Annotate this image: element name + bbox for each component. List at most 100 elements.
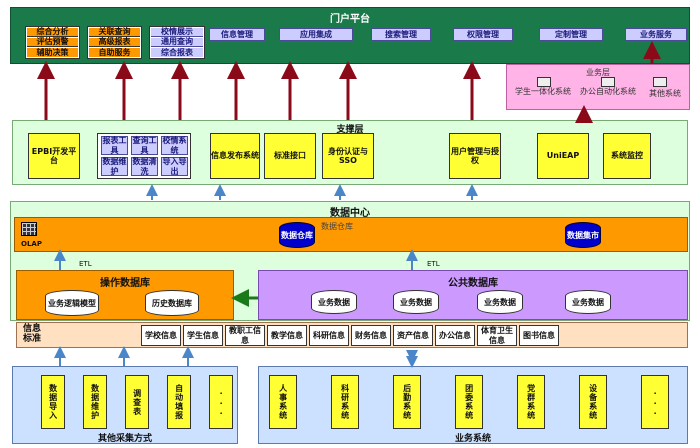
data-mart-cylinder[interactable]: 数据集市 (565, 222, 601, 248)
other-collection-title: 其他采集方式 (97, 434, 152, 444)
business-system-office[interactable]: 办公自动化系统 (580, 87, 636, 96)
user-auth-management[interactable]: 用户管理与授权 (449, 133, 501, 179)
data-warehouse-label: 数据仓库 (321, 222, 353, 231)
ops-db-history[interactable]: 历史数据库 (145, 290, 199, 316)
business-system[interactable]: 党群系统 (517, 375, 545, 429)
tool-data-cleaning[interactable]: 数据清洗 (131, 157, 158, 176)
business-systems-box: 人事系统 科研系统 后勤系统 团委系统 党群系统 设备系统... 业务系统 (258, 366, 688, 444)
bi-tools-group: 报表工具 查询工具 校情系统 数据维护 数据清洗 导入导出 (97, 133, 191, 179)
info-standard-item[interactable]: 资产信息 (393, 325, 433, 346)
business-system-label: 人事系统 (278, 384, 288, 420)
public-db-box: 公共数据库 业务数据 业务数据 业务数据 业务数据 (258, 270, 688, 320)
portal-item-self-service[interactable]: 自助服务 (89, 48, 140, 57)
collection-method-label: 数据导入 (48, 384, 58, 420)
data-warehouse-cylinder[interactable]: 数据仓库 (279, 222, 315, 248)
data-warehouse-bar: 数据仓库 OLAP 数据仓库 数据集市 (14, 217, 688, 252)
business-system-label: 党群系统 (526, 384, 536, 420)
ops-db-logic-model[interactable]: 业务逻辑模型 (45, 290, 99, 316)
portal-layer: 门户平台 综合分析 评估预警 辅助决策 关联查询 高级报表 自助服务 校情展示 … (10, 7, 690, 64)
collection-method-label: ... (216, 387, 226, 417)
business-system[interactable]: 人事系统 (269, 375, 297, 429)
info-standard-item[interactable]: 学生信息 (183, 325, 223, 346)
tool-query[interactable]: 查询工具 (131, 136, 158, 155)
business-system-other[interactable]: 其他系统 (649, 89, 681, 98)
portal-item-school-display[interactable]: 校情展示 (151, 27, 203, 37)
portal-item-analysis[interactable]: 综合分析 (27, 27, 78, 37)
info-standard-item[interactable]: 科研信息 (309, 325, 349, 346)
collection-method-label: 调查表 (132, 388, 142, 416)
support-title: 支撑层 (336, 125, 364, 135)
etl-label-right: ETL (427, 260, 440, 268)
system-icon (601, 77, 615, 87)
ops-db-title: 操作数据库 (100, 278, 150, 289)
system-icon (537, 77, 551, 87)
collection-method[interactable]: 数据维护 (83, 375, 107, 429)
tool-import-export[interactable]: 导入导出 (161, 157, 188, 176)
tool-report[interactable]: 报表工具 (101, 136, 128, 155)
portal-menu-search-management[interactable]: 搜索管理 (371, 28, 431, 41)
system-icon (653, 77, 667, 87)
portal-item-advanced-report[interactable]: 高级报表 (89, 37, 140, 47)
public-db-cylinder[interactable]: 业务数据 (565, 290, 611, 314)
collection-method[interactable]: 调查表 (125, 375, 149, 429)
portal-menu-app-integration[interactable]: 应用集成 (279, 28, 353, 41)
business-system-label: 科研系统 (340, 384, 350, 420)
unieap[interactable]: UniEAP (537, 133, 589, 179)
business-system-label: 后勤系统 (402, 384, 412, 420)
collection-method[interactable]: 自动填报 (167, 375, 191, 429)
info-standards-bar: 信息标准 学校信息学生信息教职工信息教学信息科研信息财务信息资产信息办公信息体育… (16, 322, 688, 348)
business-system[interactable]: 后勤系统 (393, 375, 421, 429)
info-standard-item[interactable]: 办公信息 (435, 325, 475, 346)
tool-school-system[interactable]: 校情系统 (161, 136, 188, 155)
info-standards-label: 信息标准 (23, 324, 42, 344)
collection-method-label: 数据维护 (90, 384, 100, 420)
portal-menu-permission-management[interactable]: 权限管理 (453, 28, 513, 41)
other-collection-box: 数据导入 数据维护 调查表 自动填报... 其他采集方式 (12, 366, 238, 444)
olap-cube-icon (21, 222, 37, 236)
identity-sso[interactable]: 身份认证与SSO (322, 133, 374, 179)
business-system[interactable]: 设备系统 (579, 375, 607, 429)
portal-item-general-query[interactable]: 通用查询 (151, 37, 203, 47)
business-system[interactable]: 团委系统 (455, 375, 483, 429)
info-standard-item[interactable]: 学校信息 (141, 325, 181, 346)
info-standard-item[interactable]: 财务信息 (351, 325, 391, 346)
system-monitor[interactable]: 系统监控 (603, 133, 651, 179)
business-layer-title: 业务层 (586, 68, 610, 77)
portal-menu-custom-management[interactable]: 定制管理 (539, 28, 603, 41)
portal-item-decision[interactable]: 辅助决策 (27, 48, 78, 57)
support-layer: 支撑层 EPBI开发平台 报表工具 查询工具 校情系统 数据维护 数据清洗 导入… (12, 120, 688, 185)
business-system-student[interactable]: 学生一体化系统 (515, 87, 571, 96)
standard-interface[interactable]: 标准接口 (264, 133, 316, 179)
info-standards-row: 学校信息学生信息教职工信息教学信息科研信息财务信息资产信息办公信息体育卫生信息图… (141, 325, 559, 346)
info-standard-item[interactable]: 图书信息 (519, 325, 559, 346)
portal-item-warning[interactable]: 评估预警 (27, 37, 78, 47)
collection-method[interactable]: ... (209, 375, 233, 429)
portal-menu-info-management[interactable]: 信息管理 (209, 28, 265, 41)
public-db-cylinder[interactable]: 业务数据 (311, 290, 357, 314)
ops-db-box: 操作数据库 业务逻辑模型 历史数据库 (16, 270, 234, 320)
portal-group-query: 关联查询 高级报表 自助服务 (87, 26, 142, 59)
portal-menu-business-service[interactable]: 业务服务 (625, 28, 687, 41)
collection-method[interactable]: 数据导入 (41, 375, 65, 429)
portal-group-display: 校情展示 通用查询 综合报表 (149, 26, 205, 59)
business-system[interactable]: ... (641, 375, 669, 429)
info-standard-item[interactable]: 体育卫生信息 (477, 325, 517, 346)
business-layer: 业务层 学生一体化系统 办公自动化系统 其他系统 (506, 64, 690, 110)
olap-label: OLAP (21, 240, 42, 248)
tool-data-maintenance[interactable]: 数据维护 (101, 157, 128, 176)
portal-group-analysis: 综合分析 评估预警 辅助决策 (25, 26, 80, 59)
business-systems-title: 业务系统 (454, 434, 491, 444)
public-db-cylinder[interactable]: 业务数据 (393, 290, 439, 314)
portal-item-relation-query[interactable]: 关联查询 (89, 27, 140, 37)
info-standard-item[interactable]: 教职工信息 (225, 325, 265, 346)
info-publish-system[interactable]: 信息发布系统 (210, 133, 260, 179)
business-system[interactable]: 科研系统 (331, 375, 359, 429)
public-db-cylinder[interactable]: 业务数据 (477, 290, 523, 314)
epbi-platform[interactable]: EPBI开发平台 (28, 133, 80, 179)
portal-title: 门户平台 (330, 14, 370, 25)
collection-method-label: 自动填报 (174, 384, 184, 420)
portal-item-comprehensive-report[interactable]: 综合报表 (151, 48, 203, 57)
etl-label-left: ETL (79, 260, 92, 268)
info-standard-item[interactable]: 教学信息 (267, 325, 307, 346)
